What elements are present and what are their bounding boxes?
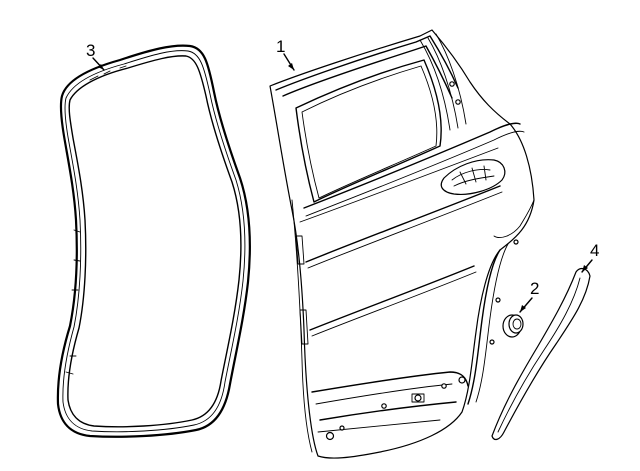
callout-3-arrowhead [98, 64, 104, 70]
callout-1-arrowhead [288, 63, 294, 70]
callout-2-label: 2 [530, 279, 539, 298]
weatherstrip-seal [56, 44, 251, 438]
callout-4-arrowhead [582, 265, 588, 272]
callout-3-label: 3 [86, 41, 95, 60]
plug [502, 314, 524, 338]
callout-2-arrowhead [520, 305, 526, 312]
callout-1: 1 [276, 37, 295, 71]
callout-4: 4 [581, 241, 599, 273]
callout-2: 2 [519, 279, 539, 313]
callout-3: 3 [86, 41, 105, 71]
callout-4-label: 4 [590, 241, 599, 260]
door-shell [269, 29, 535, 459]
trim-molding [491, 267, 591, 441]
callout-1-label: 1 [276, 37, 285, 56]
